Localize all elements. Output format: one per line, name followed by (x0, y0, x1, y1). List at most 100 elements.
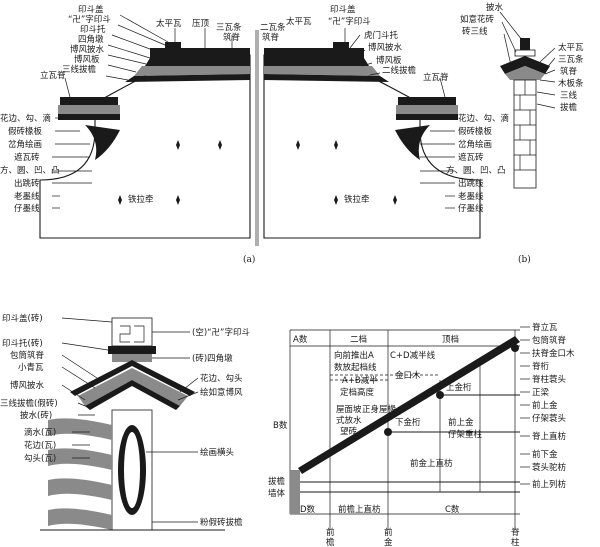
figure-c-leaders (61, 317, 199, 523)
label-d-right: 正梁 (532, 388, 550, 398)
label-b-right: 木板条 (558, 78, 584, 89)
tie-rod-marks (118, 140, 397, 205)
label-d-qianjin-2: 金 (384, 537, 393, 547)
label-d-zhengshen: 正身屋椽 (362, 404, 397, 415)
label-d-right: 脊立瓦 (532, 322, 558, 333)
label-d-qianyan-zhifang: 前檐上直枋 (338, 504, 381, 515)
figure-d: A数 二档 顶档 向前推出A 数放起档线 C+D减半线 A+B减半 定档高度 金… (268, 322, 575, 547)
label-yindou-tuo-left: 印斗托 (80, 24, 106, 35)
label-bofeng-ban-left: 博风板 (74, 54, 100, 65)
figure-b-leaders (499, 11, 556, 109)
label-yindou-gai-right: 印斗盖 (330, 4, 356, 15)
c-wall-tiles (48, 418, 112, 530)
label-right-side: 假砖椽板 (458, 126, 493, 137)
c-wan-symbol (119, 325, 145, 343)
label-d-right: 脊桁 (532, 361, 550, 372)
label-c-right: 绘画横头 (200, 447, 235, 458)
label-d-right: 仔架蓑头 (532, 413, 567, 424)
b-column (513, 79, 537, 189)
label-d-wumian: 屋面坡 (336, 404, 362, 415)
label-c-left: 披水(砖) (20, 410, 52, 421)
label-b-right: 三瓦条 (558, 54, 584, 65)
b-roof-wings (500, 56, 550, 74)
label-right-side: 老墨线 (458, 191, 484, 202)
label-left-side: 岔角绘画 (8, 139, 42, 150)
left-yindou (165, 42, 181, 50)
left-eave-band-3 (58, 114, 120, 120)
label-d-right: 前上列枋 (532, 479, 567, 490)
caption-a: (a) (243, 254, 255, 265)
label-d-dingbiao: 定档高度 (340, 387, 375, 398)
label-left-side: 出跳砖 (14, 178, 40, 189)
b-finial-base (514, 49, 536, 57)
label-tie-la-qian-left: 铁拉牵 (128, 194, 154, 205)
b-roof-body (505, 66, 545, 80)
label-right-side: 花边、勾、滴 (458, 113, 509, 124)
label-liwa-ji-right: 立瓦脊 (423, 72, 449, 83)
right-eave-band-2 (396, 105, 458, 114)
figure-d-right-leaders (520, 326, 530, 485)
label-b-pishui: 披水 (486, 2, 504, 13)
label-d-right: 脊上直枋 (532, 431, 567, 442)
label-d-wangzhuan: 望砖 (340, 426, 358, 437)
label-d-jinkou: 金口木 (395, 370, 421, 381)
label-d-shu: 数放起档线 (334, 362, 377, 373)
label-d-bayan: 拔檐 (268, 476, 286, 487)
label-b-right: 筑脊 (560, 66, 578, 77)
label-right-side: 方、圆、凹、凸 (446, 165, 506, 176)
label-wan-yindou-right: “卍”字印斗 (328, 16, 371, 27)
left-gable-outline (39, 54, 251, 239)
label-zhuji-center: 筑脊 (262, 32, 280, 43)
right-tile-strip-3 (264, 74, 389, 82)
label-b-ruyi-huazhuan: 如意花砖 (460, 14, 495, 25)
label-c-left: 三线拔檐(假砖) (0, 398, 58, 409)
label-c-left: 小青瓦 (18, 362, 44, 373)
d-purlin-xiajin (384, 428, 392, 436)
figure-c: 印斗盖(砖) 印斗托(砖) 包筒筑脊 小青瓦 博风披水 三线拔檐(假砖) 披水(… (0, 313, 250, 531)
left-corner-ornament (85, 125, 120, 160)
label-left-side: 花边、勾、滴 (0, 113, 51, 124)
label-d-erdang: 二档 (350, 334, 367, 345)
figure-a-leaders (52, 14, 455, 209)
c-roof-tiles (78, 368, 188, 406)
figure-a-left-labels: 花边、勾、滴 假砖椽板 岔角绘画 遮瓦砖 方、圆、凹、凸 出跳砖 老墨线 仔墨线 (0, 113, 60, 214)
label-left-side: 老墨线 (14, 191, 40, 202)
left-tile-strip-2 (134, 66, 250, 76)
label-d-right: 前下金 (532, 449, 558, 460)
left-tile-strip-1 (145, 58, 250, 66)
left-eave-band-1 (60, 97, 118, 105)
label-right-side: 出跳线 (458, 178, 484, 189)
figure-a: 印斗盖 “卍”字印斗 印斗托 四角墩 博风披水 博风板 三线拔檐 太平瓦 压顶 … (0, 4, 509, 265)
caption-b: (b) (518, 254, 531, 265)
d-roof-tile (298, 336, 520, 474)
label-d-ab: A+B减半 (342, 375, 378, 386)
c-painted-head-inner (124, 432, 140, 508)
label-left-side: 方、圆、凹、凸 (0, 165, 60, 176)
label-bofeng-pishui-right: 博风披水 (368, 42, 403, 53)
label-humen-doutuo: 虎门斗托 (364, 30, 399, 41)
label-c-right: 绘如意博风 (200, 387, 243, 398)
label-right-side: 岔角绘画 (458, 139, 492, 150)
label-yading: 压顶 (192, 19, 210, 29)
c-yindou-box (111, 317, 153, 347)
label-c-left: 滴水(瓦) (24, 427, 56, 438)
label-taiping-wa-right: 太平瓦 (286, 16, 312, 27)
label-d-right: 扶脊金口木 (532, 348, 575, 359)
label-d-shangjin: 上金桁 (446, 382, 472, 393)
label-taiping-wa-left: 太平瓦 (156, 18, 182, 29)
label-sanxian-bayan-left: 三线拔檐 (62, 64, 97, 75)
label-d-xiajin: 下金桁 (395, 417, 421, 428)
b-finial (520, 38, 530, 50)
c-sijiao-ao (112, 354, 152, 362)
right-eave-band-1 (398, 97, 456, 105)
d-wall (290, 470, 300, 514)
label-d-dingdang: 顶档 (442, 334, 459, 345)
label-yindou-gai-left: 印斗盖 (78, 4, 104, 15)
right-yindou (333, 42, 349, 50)
d-purlin-ji (511, 344, 519, 352)
label-bofeng-pishui-left: 博风披水 (70, 44, 105, 55)
label-c-left: 博风披水 (10, 380, 45, 391)
label-d-qiangti: 墙体 (268, 488, 286, 499)
d-purlin-shangjin (436, 391, 444, 399)
